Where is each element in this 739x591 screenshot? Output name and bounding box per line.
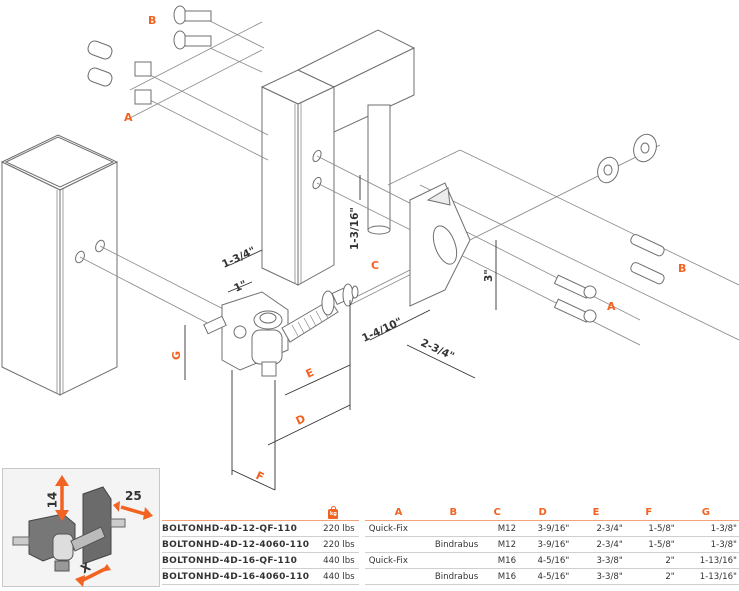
cell-b: Bindrabus — [428, 536, 479, 553]
cell-c: M12 — [478, 536, 517, 553]
cell-e: 2-3/4" — [569, 536, 623, 553]
cell-b: Bindrabus — [428, 568, 479, 585]
cell-c: M16 — [478, 568, 517, 585]
cell-e: 3-3/8" — [569, 568, 623, 585]
cell-a — [364, 536, 429, 553]
cell-f: 2" — [622, 568, 675, 585]
header-g: G — [674, 505, 739, 521]
dim-plate-offset: 1-4/10" — [360, 316, 404, 345]
cell-f: 2" — [622, 552, 675, 569]
weight-kg-icon: kg — [328, 505, 339, 519]
header-d: D — [516, 505, 570, 521]
load-capacity: 220 lbs — [312, 536, 359, 553]
cell-f: 1-5/8" — [622, 520, 675, 537]
load-capacity: 220 lbs — [312, 520, 359, 537]
load-capacity: 440 lbs — [312, 568, 359, 585]
label-part-c: C — [371, 259, 379, 272]
lateral-adjust-value: 25 — [125, 489, 142, 503]
label-part-b-top: B — [148, 14, 156, 27]
label-part-a-top: A — [124, 111, 133, 124]
label-part-b-right: B — [678, 262, 686, 275]
label-dim-d: D — [294, 412, 308, 428]
specification-table: kg A B C D E F G BOLTONHD-4D-12-QF-110 2… — [162, 505, 739, 585]
depth-adjust-arrow — [75, 564, 111, 587]
header-a: A — [364, 505, 429, 521]
header-f: F — [622, 505, 675, 521]
header-load: kg — [312, 505, 359, 521]
cell-d: 3-9/16" — [516, 520, 570, 537]
model-name: BOLTONHD-4D-16-QF-110 — [162, 552, 313, 569]
load-capacity: 440 lbs — [312, 552, 359, 569]
spec-table-header: kg A B C D E F G — [162, 505, 739, 521]
cell-g: 1-3/8" — [674, 520, 739, 537]
adjustment-thumbnail: 14 25 X — [2, 468, 160, 587]
model-name: BOLTONHD-4D-12-4060-110 — [162, 536, 313, 553]
dim-plate-height: 3" — [483, 269, 495, 282]
table-row: BOLTONHD-4D-16-QF-110 440 lbs Quick-Fix … — [162, 552, 739, 569]
label-dim-f: F — [254, 469, 266, 484]
header-e: E — [569, 505, 623, 521]
cell-c: M16 — [478, 552, 517, 569]
model-name: BOLTONHD-4D-16-4060-110 — [162, 568, 313, 585]
left-gate-post — [0, 134, 119, 396]
dim-bracket-width: 1-3/4" — [220, 245, 257, 271]
model-name: BOLTONHD-4D-12-QF-110 — [162, 520, 313, 537]
label-dim-e: E — [304, 366, 316, 381]
fasteners-top — [87, 5, 212, 105]
hinge-adjustment-illustration — [12, 475, 153, 587]
label-part-a-right: A — [607, 300, 616, 313]
header-c: C — [478, 505, 517, 521]
label-dim-g: G — [170, 351, 183, 360]
lateral-adjust-arrow — [113, 501, 153, 520]
cell-d: 4-5/16" — [516, 568, 570, 585]
vertical-adjust-value: 14 — [45, 491, 60, 509]
cell-d: 3-9/16" — [516, 536, 570, 553]
dim-hole-spacing: 1-3/16" — [349, 207, 361, 250]
dimension-lines — [184, 175, 497, 491]
cell-c: M12 — [478, 520, 517, 537]
cell-g: 1-13/16" — [674, 568, 739, 585]
cell-f: 1-5/8" — [622, 536, 675, 553]
cell-e: 3-3/8" — [569, 552, 623, 569]
table-row: BOLTONHD-4D-12-QF-110 220 lbs Quick-Fix … — [162, 520, 739, 537]
cell-b — [428, 552, 479, 569]
cell-a: Quick-Fix — [364, 520, 429, 537]
vertical-adjust-arrow — [55, 475, 69, 521]
table-row: BOLTONHD-4D-12-4060-110 220 lbs Bindrabu… — [162, 536, 739, 553]
header-b: B — [428, 505, 479, 521]
cell-a — [364, 568, 429, 585]
dim-bracket-inner: 1" — [232, 278, 249, 294]
cell-e: 2-3/4" — [569, 520, 623, 537]
cell-b — [428, 520, 479, 537]
fasteners-right — [553, 133, 665, 323]
right-post-assembly — [260, 29, 416, 286]
cell-g: 1-13/16" — [674, 552, 739, 569]
table-row: BOLTONHD-4D-16-4060-110 440 lbs Bindrabu… — [162, 568, 739, 585]
hinge-body — [203, 283, 359, 377]
cell-a: Quick-Fix — [364, 552, 429, 569]
hinge-plate — [409, 182, 471, 307]
cell-g: 1-3/8" — [674, 536, 739, 553]
cell-d: 4-5/16" — [516, 552, 570, 569]
dim-plate-width: 2-3/4" — [419, 337, 456, 363]
header-model — [162, 505, 313, 521]
